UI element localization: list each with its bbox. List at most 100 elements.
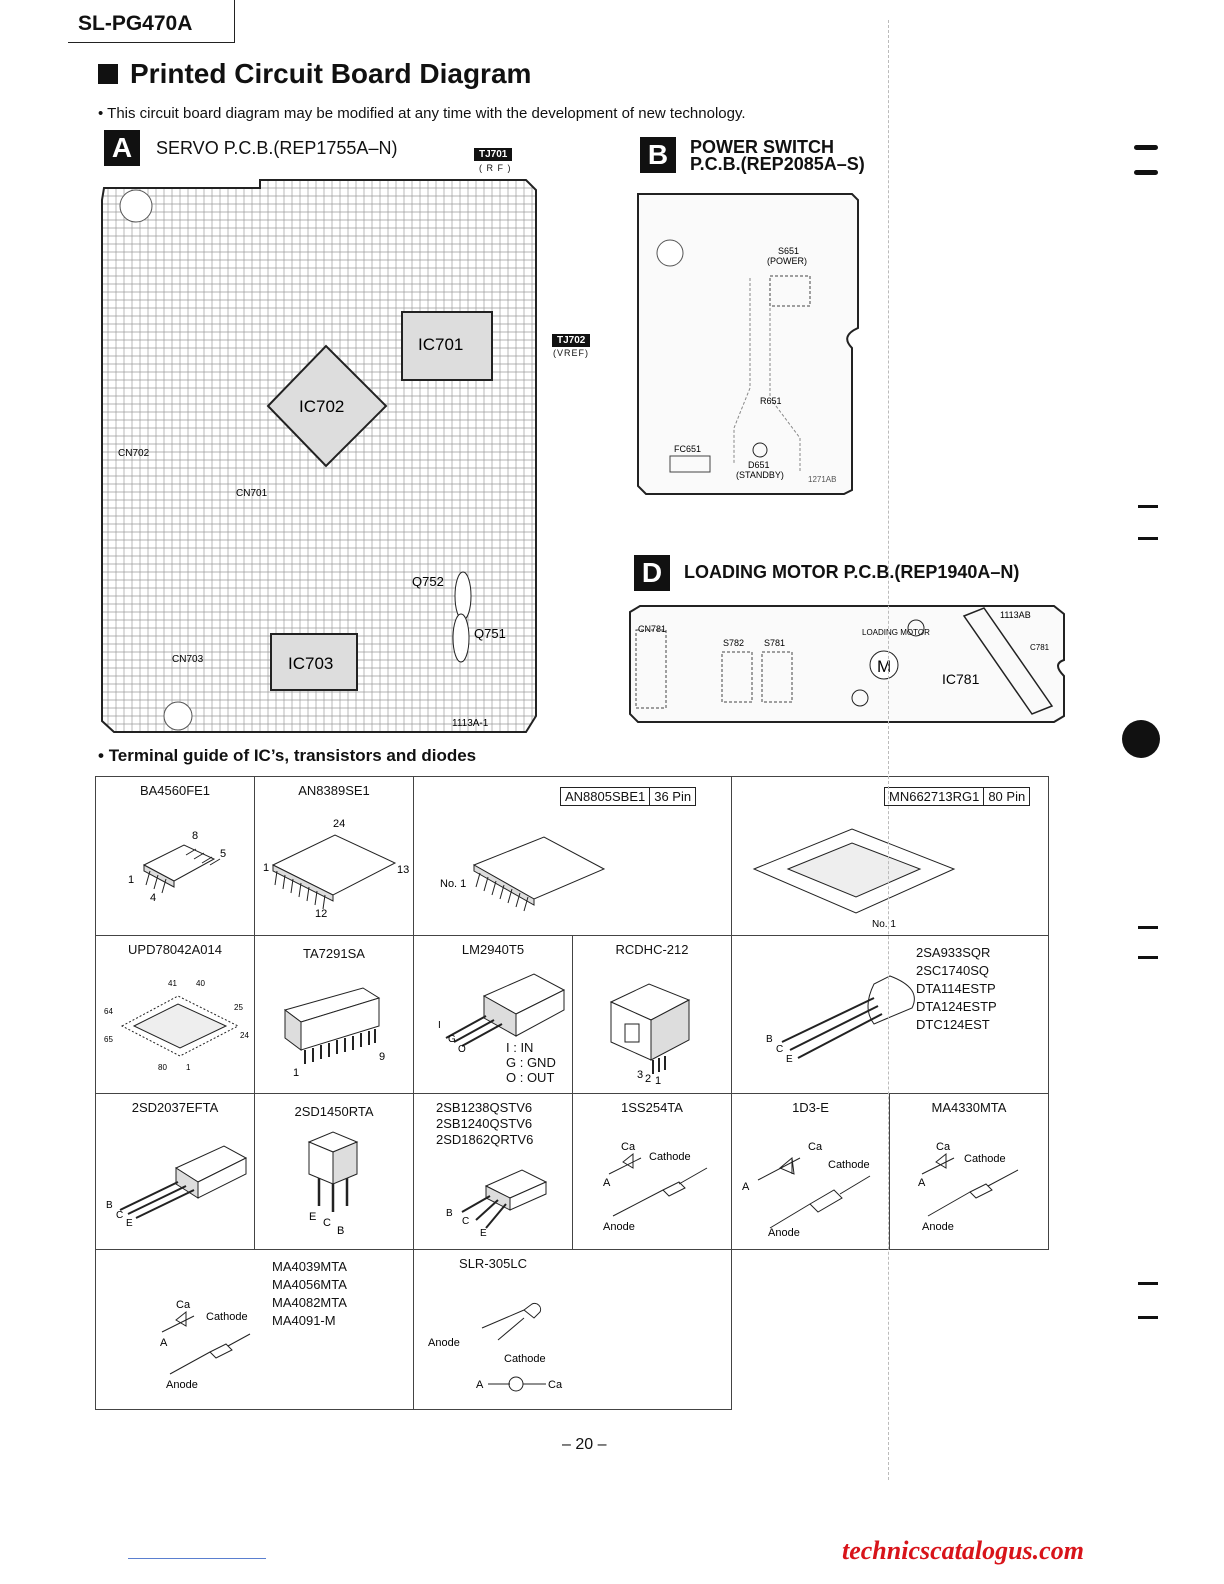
cell-upd78042a014: UPD78042A014 41 40 64 25 65 24 80 1 — [95, 935, 255, 1094]
a-label: A — [918, 1177, 926, 1189]
fc651-label: FC651 — [674, 444, 701, 454]
diode-list: MA4039MTA MA4056MTA MA4082MTA MA4091-M — [272, 1258, 347, 1330]
power-switch-pcb-diagram: S651 (POWER) R651 FC651 D651 (STANDBY) 1… — [637, 193, 859, 495]
header-frame — [68, 0, 235, 43]
rcdhc-package-icon: 3 2 1 — [609, 983, 691, 1084]
servo-pcb-diagram: IC701 IC702 IC703 Q752 Q751 CN701 CN702 … — [101, 179, 537, 733]
q752-label: Q752 — [412, 574, 444, 589]
pin-count: 36 Pin — [649, 788, 695, 805]
cn781-label: CN781 — [638, 624, 666, 634]
cell-small-transistors: B C E 2SA933SQR 2SC1740SQ DTA114ESTP DTA… — [731, 935, 1049, 1094]
d651-sub: (STANDBY) — [736, 470, 784, 480]
pin-g-label: G — [448, 1034, 456, 1045]
part-label: TA7291SA — [303, 946, 365, 961]
terminal-guide-heading-text: Terminal guide of IC’s, transistors and … — [108, 746, 477, 765]
cell-ta7291sa: TA7291SA 1 9 — [254, 935, 414, 1094]
q751-label: Q751 — [474, 626, 506, 641]
edge-mark — [1134, 170, 1158, 175]
ca-label: Ca — [621, 1141, 636, 1153]
part-label: AN8389SE1 — [298, 783, 370, 798]
pin24-label: 24 — [333, 818, 345, 830]
c781-label: C781 — [1030, 643, 1050, 652]
part-box-label: MN662713RG1 80 Pin — [884, 787, 1031, 806]
fold-line — [888, 20, 889, 1480]
part-label: 2SD1862QRTV6 — [436, 1132, 534, 1147]
pin65-label: 65 — [104, 1035, 113, 1044]
cell-slr-305lc: SLR-305LC Anode Cathode A Ca — [413, 1249, 732, 1410]
cn702-label: CN702 — [118, 448, 150, 459]
pin25-label: 25 — [234, 1003, 243, 1012]
a-label: A — [160, 1337, 168, 1349]
anode-label: Anode — [603, 1221, 635, 1233]
part-label: UPD78042A014 — [128, 942, 222, 957]
pin8-label: 8 — [192, 830, 198, 842]
part-name: MN662713RG1 — [889, 789, 980, 804]
a-label: A — [742, 1181, 750, 1193]
board-a-title: SERVO P.C.B.(REP1755A–N) — [156, 138, 398, 158]
registration-dot — [1122, 720, 1160, 758]
pin12-label: 12 — [315, 908, 327, 920]
empty-cell — [732, 1250, 1049, 1410]
page-number: – 20 – — [562, 1436, 607, 1453]
pin-o-label: O — [458, 1044, 466, 1055]
cathode-label: Cathode — [964, 1153, 1006, 1165]
loading-motor-pcb-diagram: CN781 S782 S781 M LOADING MOTOR IC781 C7… — [629, 605, 1065, 723]
cell-2sd1450rta: 2SD1450RTA E C B — [254, 1093, 414, 1250]
qfp80-package-icon: No. 1 — [752, 828, 956, 930]
qfp64-package-icon: 41 40 64 25 65 24 80 1 — [104, 979, 249, 1072]
tj702-sub: (VREF) — [553, 348, 589, 358]
pin-c-label: C — [776, 1044, 783, 1055]
ca-label: Ca — [176, 1299, 191, 1311]
board-b-code: 1271AB — [808, 475, 836, 484]
cn703-label: CN703 — [172, 654, 204, 665]
zener-diode-icon: Ca Cathode A Anode — [160, 1299, 251, 1390]
ca-label: Ca — [548, 1379, 563, 1391]
cell-ma4330mta: MA4330MTA Ca Cathode A Anode — [889, 1093, 1049, 1250]
pin2-label: 2 — [645, 1073, 651, 1084]
cell-lm2940t5: LM2940T5 I G O I : IN G : GND O : OUT — [413, 935, 573, 1094]
to92-package-icon: B C E — [766, 975, 915, 1065]
edge-mark — [1134, 145, 1158, 150]
edge-mark — [1138, 1282, 1158, 1285]
diode-icon: Ca Cathode A Anode — [603, 1141, 708, 1233]
led-icon: Anode Cathode A Ca — [428, 1302, 563, 1392]
ic701-label: IC701 — [418, 335, 463, 354]
sop8-package-icon: 8 5 1 4 — [128, 830, 226, 904]
power-transistor-icon: B C E — [106, 1145, 248, 1229]
part-label: 2SA933SQR — [916, 945, 991, 960]
pin1-label: 1 — [293, 1067, 299, 1079]
motor-symbol: M — [877, 657, 891, 676]
legend-in: I : IN — [506, 1040, 534, 1055]
board-a-code: 1113A-1 — [452, 718, 489, 729]
s782-label: S782 — [723, 638, 744, 648]
legend-out: O : OUT — [506, 1070, 555, 1085]
lm2940-legend: I : IN G : GND O : OUT — [506, 1040, 556, 1085]
ic781-label: IC781 — [942, 671, 980, 687]
pin40-label: 40 — [196, 979, 205, 988]
part-label: 2SC1740SQ — [916, 963, 989, 978]
cell-2sd2037efta: 2SD2037EFTA B C E — [95, 1093, 255, 1250]
part-label: MA4091-M — [272, 1313, 336, 1328]
cell-1ss254ta: 1SS254TA Ca Cathode A Anode — [572, 1093, 732, 1250]
ca-label: Ca — [808, 1141, 823, 1153]
to220-package-icon: I G O — [438, 973, 566, 1055]
cathode-label: Cathode — [649, 1151, 691, 1163]
board-a-badge: A — [104, 130, 140, 166]
pin-b-label: B — [766, 1034, 773, 1045]
pin24-label: 24 — [240, 1031, 249, 1040]
terminal-guide-table: BA4560FE1 8 5 1 4 AN8389SE1 24 1 13 12 — [95, 776, 1049, 1410]
pin-e-label: E — [786, 1054, 793, 1065]
pin-b-label: B — [337, 1225, 344, 1237]
edge-mark — [1138, 1316, 1158, 1319]
cell-ma4039mta: Ca Cathode A Anode MA4039MTA MA4056MTA M… — [95, 1249, 414, 1410]
model-number: SL-PG470A — [78, 12, 193, 35]
cathode-label: Cathode — [206, 1311, 248, 1323]
edge-mark — [1138, 505, 1158, 508]
anode-label: Anode — [768, 1227, 800, 1239]
to126-package-icon: E C B — [307, 1131, 359, 1237]
pin1-label: 1 — [186, 1063, 191, 1072]
pin4-label: 4 — [150, 892, 156, 904]
cell-2sb1238: 2SB1238QSTV6 2SB1240QSTV6 2SD1862QRTV6 B… — [413, 1093, 573, 1250]
ic702-label: IC702 — [299, 397, 344, 416]
footer-watermark: technicscatalogus.com — [842, 1536, 1084, 1565]
